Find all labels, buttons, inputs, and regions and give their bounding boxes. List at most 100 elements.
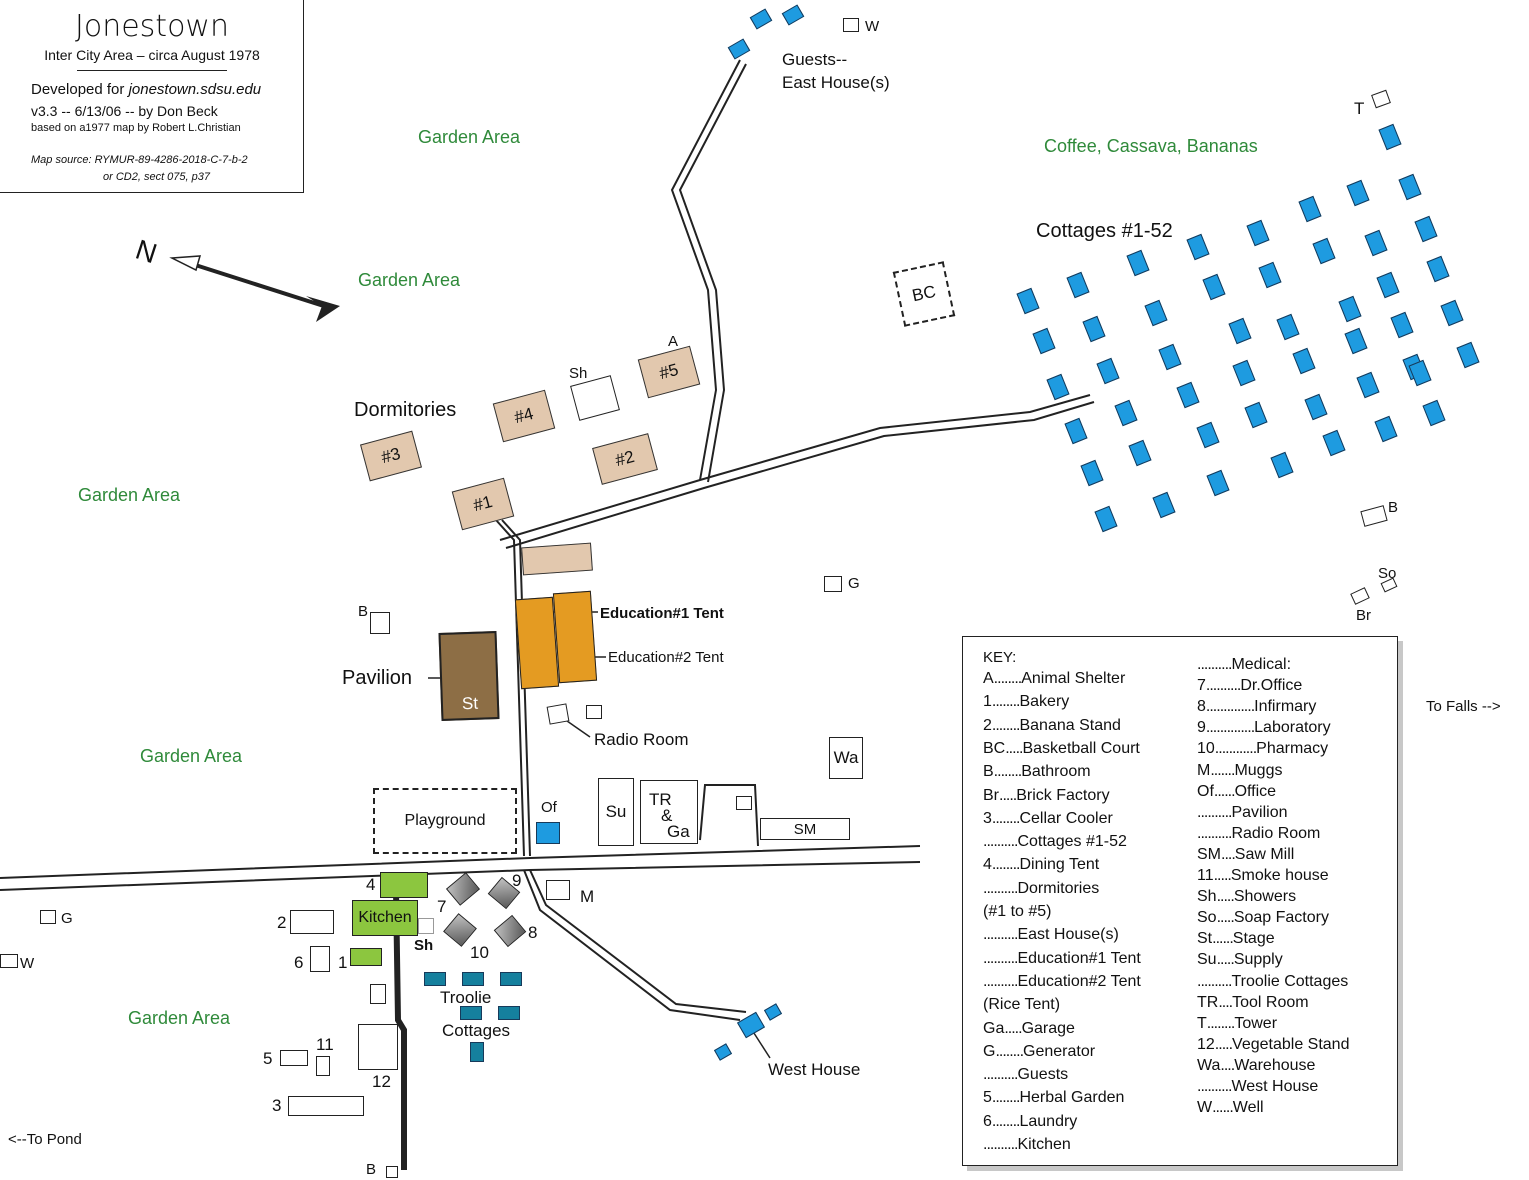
office-label: Of — [541, 799, 557, 816]
map-title: Jonestown — [75, 9, 229, 44]
key-row: (#1 to #5) — [983, 904, 1051, 920]
key-code: Wa — [1197, 1056, 1221, 1074]
key-dots: ..... — [1213, 867, 1232, 884]
soap-factory-label: So — [1378, 565, 1397, 582]
key-label: Infirmary — [1254, 698, 1317, 716]
key-row: 3........Cellar Cooler — [983, 809, 1113, 827]
key-row: 5........Herbal Garden — [983, 1090, 1124, 1106]
key-dots: ...... — [1212, 1099, 1234, 1117]
key-row: Br.....Brick Factory — [983, 786, 1110, 804]
key-label: Cellar Cooler — [1019, 809, 1113, 827]
key-label: Garage — [1021, 1019, 1075, 1037]
key-label: Brick Factory — [1016, 786, 1110, 804]
key-label: Soap Factory — [1233, 909, 1329, 927]
bathroom-pavilion — [370, 612, 390, 634]
key-code: 11 — [1197, 867, 1214, 884]
key-label: Muggs — [1234, 761, 1283, 779]
education1-label: Education#1 Tent — [600, 605, 724, 622]
dr-office-label: 7 — [437, 897, 447, 916]
bathroom-south — [386, 1166, 398, 1178]
key-code: M — [1197, 761, 1211, 779]
key-code: T — [1197, 1014, 1207, 1032]
troolie-cottages-label: Cottages — [442, 1021, 511, 1040]
key-row: M.......Muggs — [1197, 761, 1283, 779]
key-code: Br — [983, 786, 999, 804]
road-west-house — [523, 869, 741, 1021]
key-dots: ...... — [1213, 782, 1236, 800]
showers-label: Sh — [569, 365, 588, 382]
key-row: ..........Medical: — [1197, 657, 1291, 673]
key-code: Su — [1197, 951, 1217, 969]
source-line-1: Map source: RYMUR-89-4286-2018-C-7-b-2 — [31, 154, 248, 166]
key-code: G — [983, 1042, 996, 1060]
laundry — [310, 946, 330, 972]
key-dots: .......... — [1197, 803, 1232, 821]
key-code: 3 — [983, 809, 992, 827]
key-row: ..........Guests — [983, 1067, 1068, 1083]
key-code: A — [983, 670, 994, 687]
key-row: ..........West House — [1197, 1079, 1318, 1095]
key-row: B........Bathroom — [983, 764, 1091, 780]
key-row: Su.....Supply — [1197, 952, 1283, 968]
key-label: Generator — [1023, 1042, 1096, 1060]
map-subtitle: Inter City Area – circa August 1978 — [44, 47, 260, 63]
key-row: ..........Pavilion — [1197, 803, 1287, 821]
muggs-label: M — [580, 887, 595, 906]
key-dots: ........ — [991, 1089, 1021, 1107]
key-row: SM....Saw Mill — [1197, 845, 1294, 863]
key-label: Kitchen — [1017, 1136, 1071, 1153]
key-label: Laboratory — [1254, 719, 1331, 737]
cellar-cooler — [288, 1096, 364, 1116]
garden-area-2: Garden Area — [358, 270, 461, 290]
key-label: Guests — [1017, 1066, 1069, 1084]
vegetable-stand — [358, 1024, 398, 1070]
generator-west — [40, 910, 56, 924]
key-dots: ..... — [1216, 909, 1235, 927]
key-row: ..........Education#2 Tent — [983, 972, 1141, 990]
key-label: Banana Stand — [1019, 716, 1121, 734]
bathroom-south-label: B — [366, 1161, 377, 1178]
animal-shelter-label: A — [668, 333, 679, 350]
key-label: Radio Room — [1231, 824, 1321, 842]
key-row: So.....Soap Factory — [1197, 910, 1329, 926]
based-on-line: based on a1977 map by Robert L.Christian — [31, 122, 241, 134]
key-code: SM — [1197, 845, 1221, 863]
key-dots: ........ — [991, 856, 1021, 874]
dormitories-label: Dormitories — [354, 399, 457, 421]
smoke-house-label: 11 — [316, 1035, 334, 1054]
generator-east — [824, 576, 842, 592]
east-house-label: East House(s) — [782, 73, 890, 92]
key-row: 2........Banana Stand — [983, 716, 1121, 734]
to-falls-label: To Falls --> — [1426, 698, 1501, 715]
key-label: Bakery — [1019, 693, 1070, 711]
version-line: v3.3 -- 6/13/06 -- by Don Beck — [31, 103, 218, 119]
muggs — [546, 880, 570, 900]
key-row: St......Stage — [1197, 931, 1275, 947]
showers-kitchen — [418, 918, 434, 934]
key-row: Sh.....Showers — [1197, 889, 1296, 905]
bakery-label: 1 — [338, 953, 348, 972]
key-label: Dormitories — [1017, 879, 1100, 897]
key-code: 6 — [983, 1112, 992, 1130]
banana-stand — [290, 910, 334, 934]
basketball-court: BC — [892, 261, 956, 327]
key-dots: .......... — [983, 1136, 1018, 1153]
key-dots: .......... — [983, 949, 1018, 967]
key-label: Troolie Cottages — [1231, 972, 1349, 990]
key-row: 10............Pharmacy — [1197, 741, 1328, 757]
bathroom-pavilion-label: B — [358, 603, 369, 620]
key-code: Sh — [1197, 888, 1217, 906]
education-building — [521, 542, 593, 576]
troolie-label: Troolie — [440, 988, 492, 1007]
key-label: West House — [1231, 1078, 1319, 1095]
key-code: 7 — [1197, 677, 1206, 695]
key-label: Supply — [1233, 951, 1283, 969]
key-label: (Rice Tent) — [983, 996, 1061, 1014]
key-dots: .............. — [1205, 719, 1255, 737]
key-row: BC.....Basketball Court — [983, 740, 1140, 757]
key-row: 11.....Smoke house — [1197, 868, 1329, 884]
key-dots: ..... — [1214, 1035, 1233, 1053]
key-dots: ........ — [1206, 1014, 1236, 1032]
key-label: Education#2 Tent — [1017, 972, 1141, 990]
key-dots: .......... — [1197, 1078, 1232, 1095]
